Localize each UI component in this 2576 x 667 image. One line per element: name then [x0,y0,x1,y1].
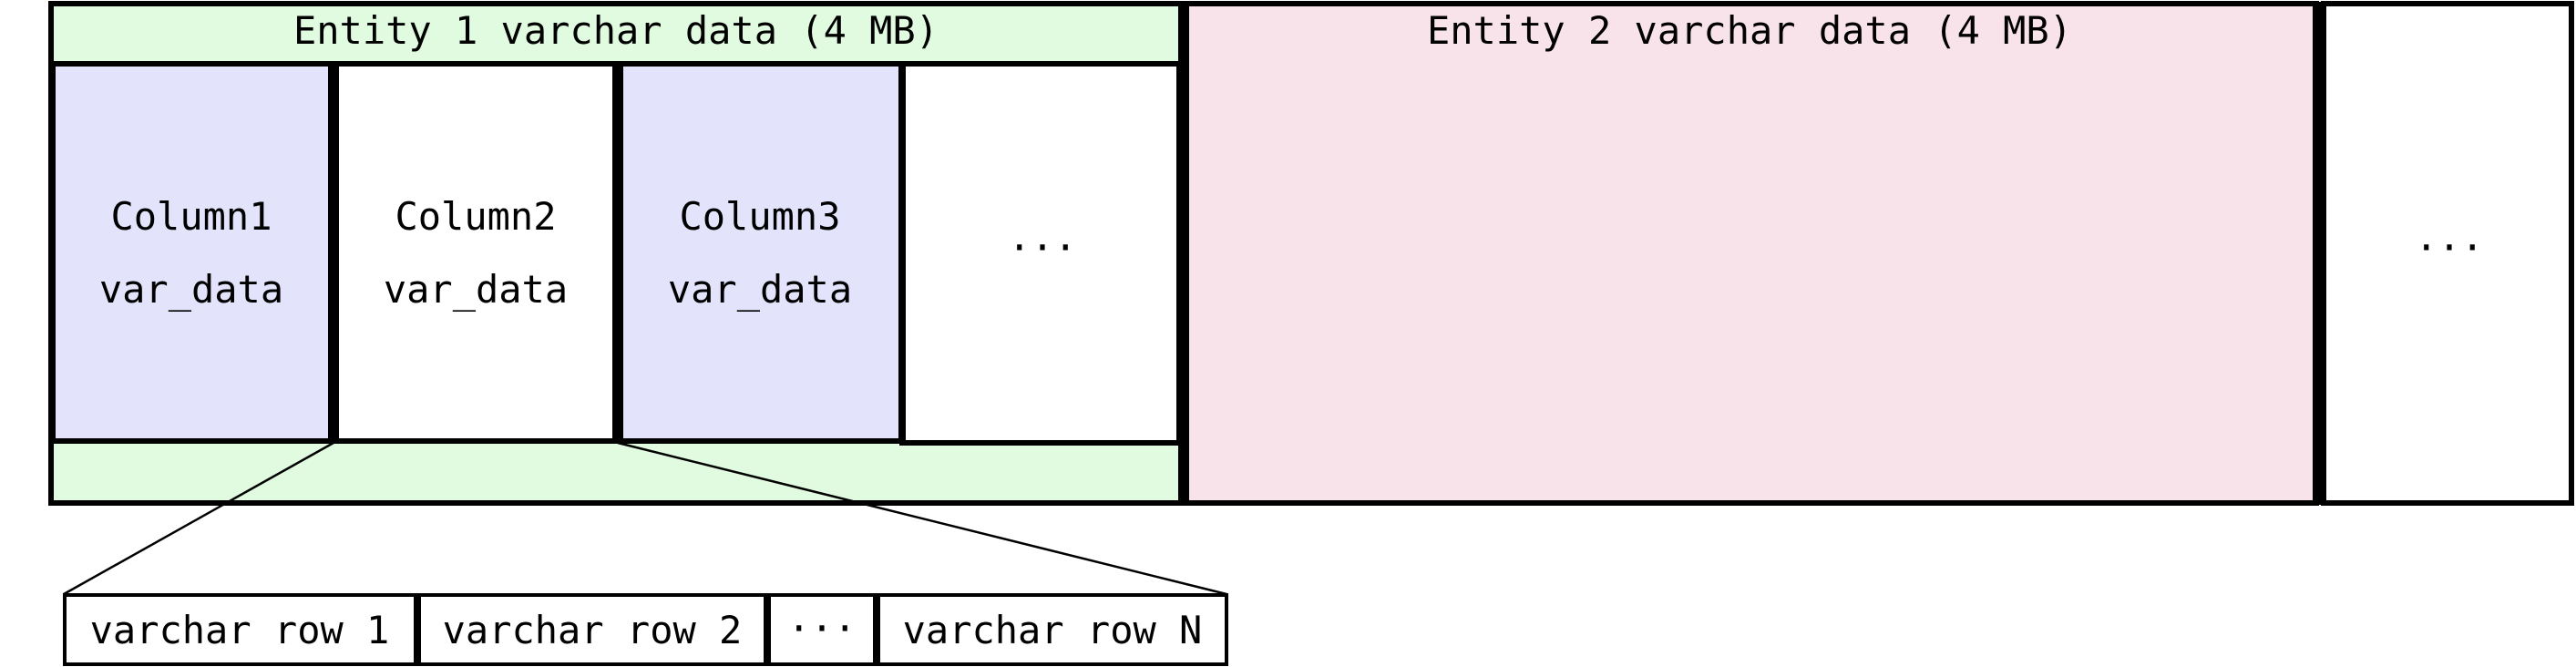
entity1-more-cell [899,61,1182,446]
entity2-block: Entity 2 varchar data (4 MB) [1180,1,2319,506]
entity1-column2-sub: var_data [384,267,568,312]
entity1-block: Entity 1 varchar data (4 MB) Column1 var… [48,1,1184,506]
row-label-1: varchar row 1 [90,608,390,652]
row-cell-1 [63,593,417,666]
entity1-column3-name: Column3 [679,194,840,239]
entity1-title: Entity 1 varchar data (4 MB) [293,8,939,53]
trailing-ellipsis: ··· [2415,225,2484,270]
zoom-line-right [617,441,1227,596]
zoom-line-left [63,441,334,596]
row-label-n: varchar row N [903,608,1203,652]
row-cell-2 [417,593,767,666]
entity1-column1-name: Column1 [110,194,272,239]
entity1-column2-cell [331,61,621,444]
entity1-column1-cell [50,61,336,444]
entity1-column2-name: Column2 [395,194,556,239]
row-cell-ellipsis [767,593,877,666]
entity2-background [1184,1,2319,506]
entity1-column1-sub: var_data [99,267,283,312]
trailing-block: ··· [2313,1,2574,506]
row-label-2: varchar row 2 [443,608,743,652]
trailing-background [2321,1,2574,506]
row-cell-n [877,593,1228,666]
entity1-column3-cell [615,61,905,444]
entity1-column3-sub: var_data [668,267,852,312]
entity2-title: Entity 2 varchar data (4 MB) [1427,8,2072,53]
entity1-more-ellipsis: ··· [1008,225,1077,270]
row-label-ellipsis: ··· [787,606,857,651]
row-strip: varchar row 1 varchar row 2 ··· varchar … [63,593,1228,666]
